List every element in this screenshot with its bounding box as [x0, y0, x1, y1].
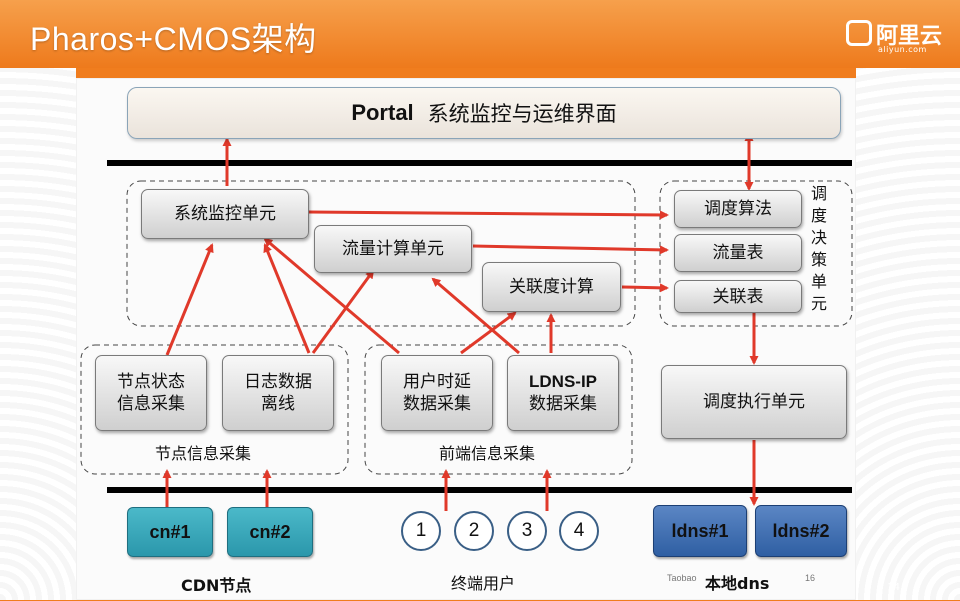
dispatch-executor-unit: 调度执行单元: [661, 365, 847, 439]
log-line2: 离线: [261, 394, 295, 414]
lower-bus-bar: [107, 487, 852, 493]
frontend-collect-group-outline: [364, 344, 633, 475]
user-latency-collector: 用户时延 数据采集: [381, 355, 493, 431]
arrow-log-to-flow: [311, 269, 375, 354]
system-monitor-label: 系统监控单元: [174, 204, 276, 224]
upper-bus-bar: [107, 160, 852, 166]
flow-compute-unit: 流量计算单元: [314, 225, 472, 273]
user-4: 4: [559, 511, 599, 551]
user-3: 3: [507, 511, 547, 551]
arrow-log-to-monitor: [263, 243, 311, 354]
decision-group-label: 调 度 决 策 单 元: [810, 184, 827, 313]
slide-title: Pharos+CMOS架构: [30, 21, 317, 57]
cdn-nodes-label: CDN节点: [181, 576, 252, 595]
footer-watermark: Taobao: [667, 573, 697, 583]
latency-line2: 数据采集: [403, 394, 471, 414]
ldns-ip-collector: LDNS-IP 数据采集: [507, 355, 619, 431]
arrow-ldnsip-to-flow: [431, 277, 520, 355]
portal-title: Portal: [351, 100, 414, 125]
user-1: 1: [401, 511, 441, 551]
arrow-monitor-to-algorithm: [308, 210, 669, 220]
logo-subtext: aliyun.com: [878, 45, 927, 54]
ldns-ip-line2: 数据采集: [529, 394, 597, 414]
dispatch-algorithm-label: 调度算法: [704, 199, 772, 219]
flow-compute-label: 流量计算单元: [342, 239, 444, 259]
arrow-flow-to-table: [472, 244, 669, 255]
latency-line1: 用户时延: [403, 372, 471, 392]
correlation-table-box: 关联表: [674, 280, 802, 313]
frontend-collect-group-label: 前端信息采集: [439, 444, 536, 463]
dispatch-executor-label: 调度执行单元: [703, 392, 805, 412]
footer-page-number: 16: [805, 573, 816, 583]
local-dns-label: 本地dns: [705, 574, 770, 593]
correlation-compute-unit: 关联度计算: [482, 262, 621, 312]
local-dns-2: ldns#2: [755, 505, 847, 557]
cloud-logo-icon: [846, 20, 872, 46]
portal-subtitle: 系统监控与运维界面: [427, 102, 617, 126]
correlation-compute-label: 关联度计算: [509, 277, 594, 297]
aliyun-logo: 阿里云 aliyun.com: [846, 18, 942, 58]
log-data-offline: 日志数据 离线: [222, 355, 334, 431]
flow-table-box: 流量表: [674, 234, 802, 272]
log-line1: 日志数据: [244, 372, 312, 392]
user-2: 2: [454, 511, 494, 551]
correlation-table-label: 关联表: [712, 286, 764, 307]
node-status-line2: 信息采集: [117, 394, 185, 414]
background-pattern-left: [0, 68, 76, 600]
cdn-node-1: cn#1: [127, 507, 213, 557]
local-dns-1: ldns#1: [653, 505, 747, 557]
portal-box: Portal 系统监控与运维界面: [127, 87, 841, 139]
slide-page-number: 14: [887, 582, 900, 593]
slide-header: Pharos+CMOS架构 阿里云 aliyun.com: [0, 0, 960, 68]
dispatch-algorithm-box: 调度算法: [674, 190, 802, 228]
arrow-latency-to-monitor: [263, 237, 400, 355]
flow-table-label: 流量表: [712, 243, 764, 263]
node-collect-group-label: 节点信息采集: [155, 444, 252, 463]
node-status-line1: 节点状态: [117, 372, 185, 392]
diagram-canvas: Portal 系统监控与运维界面 系统监控单元 流量计算单元 关联度计算 调度算…: [76, 78, 856, 600]
node-status-collector: 节点状态 信息采集: [95, 355, 207, 431]
cdn-node-2: cn#2: [227, 507, 313, 557]
compute-group-outline: [126, 180, 636, 327]
arrow-correlation-to-table: [621, 283, 669, 293]
ldns-ip-line1: LDNS-IP: [529, 372, 597, 391]
arrow-status-to-monitor: [165, 243, 214, 356]
logo-text: 阿里云: [876, 24, 943, 49]
node-collect-group-outline: [80, 344, 349, 475]
diagram-connectors: [80, 132, 853, 511]
background-pattern-right: [856, 68, 960, 600]
arrow-latency-to-correlation: [460, 311, 517, 355]
system-monitor-unit: 系统监控单元: [141, 189, 309, 239]
end-users-label: 终端用户: [451, 574, 516, 593]
